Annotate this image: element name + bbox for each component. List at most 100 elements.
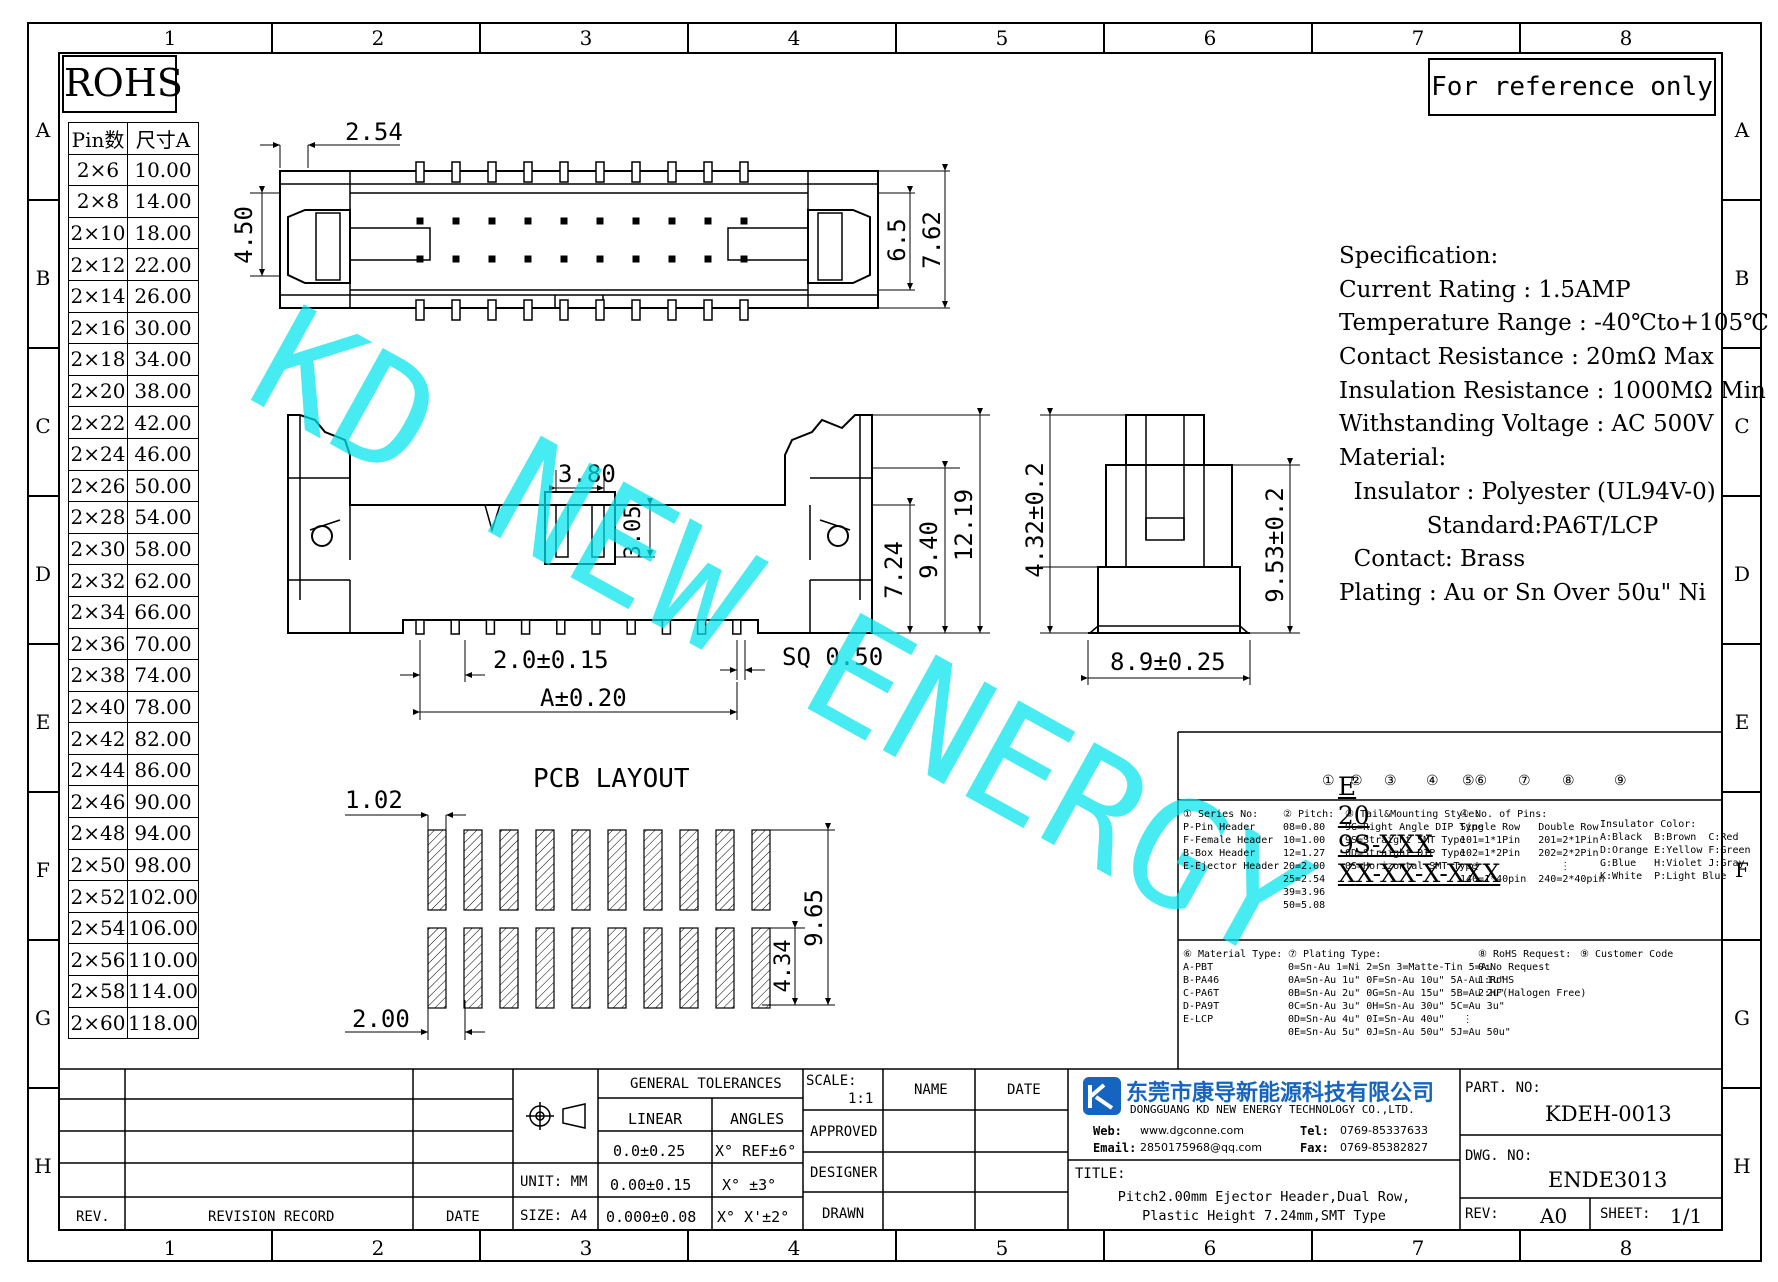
zone-right-B: B (1734, 266, 1750, 290)
zone-top-8: 8 (1619, 26, 1633, 50)
front-pin (556, 619, 566, 635)
zone-right-A: A (1734, 118, 1750, 142)
top-pin-upper (739, 161, 749, 183)
top-pin-lower (523, 299, 533, 321)
fax-value: 0769-85382827 (1340, 1141, 1428, 1154)
marker-3: ③ (1384, 773, 1397, 789)
top-pin-upper (559, 161, 569, 183)
zone-top-5: 5 (995, 26, 1009, 50)
pin-count-cell: 2×58 (68, 975, 128, 1008)
size-a-cell: 34.00 (127, 343, 199, 376)
zone-top-3: 3 (579, 26, 593, 50)
email-label: Email: (1093, 1141, 1137, 1155)
pin-count-cell: 2×28 (68, 501, 128, 534)
note-pitch: ② Pitch: 08=0.80 10=1.00 12=1.27 20=2.00… (1283, 809, 1335, 911)
tel-label: Tel: (1300, 1124, 1329, 1138)
marker-1: ① (1322, 773, 1335, 789)
sheet-value: 1/1 (1670, 1204, 1703, 1228)
top-pin-upper (631, 161, 641, 183)
spec-line: Insulator : Polyester (UL94V-0) (1339, 478, 1716, 505)
size-a-cell: 98.00 (127, 848, 199, 882)
size-a-cell: 86.00 (127, 753, 199, 787)
company-name-cn: 东莞市康导新能源科技有限公司 (1126, 1081, 1435, 1106)
reference-only-label: For reference only (1428, 58, 1716, 116)
top-pin-lower (667, 299, 677, 321)
top-pin-lower (451, 299, 461, 321)
spec-line: Contact Resistance : 20mΩ Max (1339, 344, 1714, 371)
general-tolerances-label: GENERAL TOLERANCES (630, 1076, 782, 1092)
note-tail: ③ Tail&Mounting Style: 9G=Right Angle DI… (1345, 809, 1484, 872)
zone-right-E: E (1734, 710, 1750, 734)
tolerance-linear-2: 0.00±0.15 (610, 1176, 692, 1194)
dim-sq050: SQ 0.50 (782, 643, 883, 671)
top-pin-lower (559, 299, 569, 321)
rev-header: REV. (76, 1209, 110, 1225)
col-header-size: 尺寸A (127, 122, 199, 155)
size-a-cell: 102.00 (127, 880, 199, 913)
front-view-pins (415, 619, 742, 635)
pcb-dimensions (345, 812, 835, 1040)
zone-right-D: D (1733, 562, 1751, 586)
zone-left-H: H (34, 1154, 52, 1178)
top-pin-upper (667, 161, 677, 183)
top-pin-dot (668, 255, 676, 263)
zone-right-F: F (1735, 858, 1749, 882)
dim-h432: 4.32±0.2 (1021, 462, 1049, 578)
pin-count-cell: 2×40 (68, 690, 128, 724)
top-pin-dot (488, 217, 496, 225)
dim-h762: 7.62 (918, 211, 946, 269)
drawing-title-line2: Plastic Height 7.24mm,SMT Type (1142, 1208, 1386, 1224)
tolerance-angle-1: X° REF±6° (715, 1142, 797, 1160)
dim-w380: 3.80 (558, 460, 616, 488)
pcb-pad (679, 927, 699, 1009)
top-pin-lower (703, 299, 713, 321)
zone-top-1: 1 (163, 26, 177, 50)
dim-pcb-h434: 4.34 (771, 940, 796, 993)
pcb-pad (535, 829, 555, 911)
code-seg-series: E (1337, 772, 1357, 801)
email-value: 2850175968@qq.com (1140, 1141, 1262, 1154)
top-pin-dot (488, 255, 496, 263)
part-no-value: KDEH-0013 (1545, 1102, 1672, 1126)
zone-right-G: G (1734, 1006, 1750, 1030)
top-view (279, 170, 879, 309)
designer-label: DESIGNER (810, 1165, 878, 1181)
sheet-label: SHEET: (1600, 1206, 1651, 1222)
pin-count-cell: 2×32 (68, 564, 128, 597)
size-a-cell: 106.00 (127, 911, 199, 945)
top-pin-dot (704, 217, 712, 225)
front-pin (485, 619, 496, 635)
pcb-pad (427, 927, 447, 1009)
pcb-pad (643, 927, 663, 1009)
pin-count-cell: 2×16 (68, 311, 128, 345)
size-a-cell: 58.00 (127, 532, 199, 566)
drawing-inner-frame (58, 52, 1723, 1231)
dim-h953: 9.53±0.2 (1261, 487, 1289, 603)
marker-7: ⑦ (1518, 773, 1531, 789)
pin-count-cell: 2×52 (68, 880, 128, 913)
size-a-cell: 90.00 (127, 785, 199, 819)
angles-label: ANGLES (730, 1110, 785, 1128)
top-pin-dot (524, 217, 532, 225)
title-label: TITLE: (1075, 1166, 1126, 1182)
zone-top-2: 2 (371, 26, 385, 50)
pcb-pad (463, 829, 483, 911)
pcb-layout-title: PCB LAYOUT (533, 764, 690, 794)
pin-count-cell: 2×14 (68, 279, 128, 313)
pin-count-cell: 2×48 (68, 817, 128, 850)
side-view-dimensions (1040, 408, 1300, 685)
front-pin (520, 619, 531, 635)
top-pin-dot (524, 255, 532, 263)
size-a-cell: 46.00 (127, 437, 199, 471)
dim-h724: 7.24 (880, 541, 908, 599)
front-pin (696, 619, 707, 635)
note-material: ⑥ Material Type: A-PBT B-PA46 C-PA6T D-P… (1183, 949, 1283, 1025)
zone-bottom-3: 3 (579, 1236, 593, 1260)
